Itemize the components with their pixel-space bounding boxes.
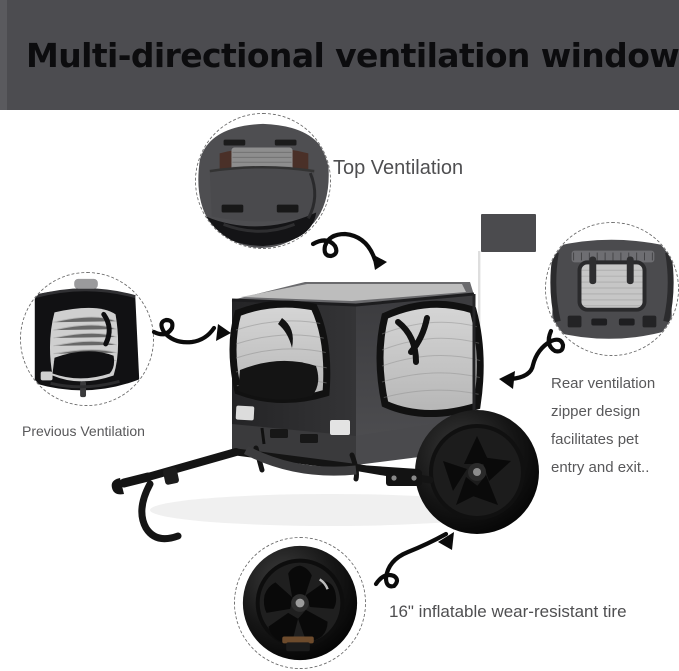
arrow-top-to-product [310, 231, 387, 270]
label-tire: 16" inflatable wear-resistant tire [389, 602, 627, 621]
label-previous-ventilation: Previous Ventilation [22, 423, 145, 439]
front-mesh-window [229, 300, 331, 403]
previous-ventilation-photo [21, 273, 153, 405]
tire-photo [235, 538, 365, 668]
page-title: Multi-directional ventilation window [26, 36, 679, 75]
callout-tire[interactable] [234, 537, 366, 669]
label-top-ventilation: Top Ventilation [333, 157, 464, 179]
reflector-side [330, 420, 350, 435]
trailer-frame [119, 445, 434, 488]
header-banner: Multi-directional ventilation window [0, 0, 679, 110]
rear-vent-line-3: facilitates pet [551, 431, 639, 448]
top-ventilation-photo [196, 114, 330, 248]
rear-vent-line-1: Rear ventilation [551, 375, 656, 392]
arrow-tire-to-product [373, 531, 454, 589]
rear-ventilation-photo [546, 223, 678, 355]
banner-edge-accent [0, 0, 7, 110]
rear-wheel [415, 410, 539, 534]
side-mesh-window [376, 300, 484, 417]
rear-vent-line-4: entry and exit.. [551, 459, 650, 476]
arrow-right-to-product [499, 328, 566, 389]
arrow-left-to-product [151, 317, 231, 345]
callout-rear-ventilation[interactable] [545, 222, 679, 356]
reflector-front [235, 405, 255, 421]
label-rear-ventilation: Rear ventilation zipper design facilitat… [551, 370, 679, 482]
callout-previous-ventilation[interactable] [20, 272, 154, 406]
callout-top-ventilation[interactable] [195, 113, 331, 249]
rear-vent-line-2: zipper design [551, 403, 641, 420]
